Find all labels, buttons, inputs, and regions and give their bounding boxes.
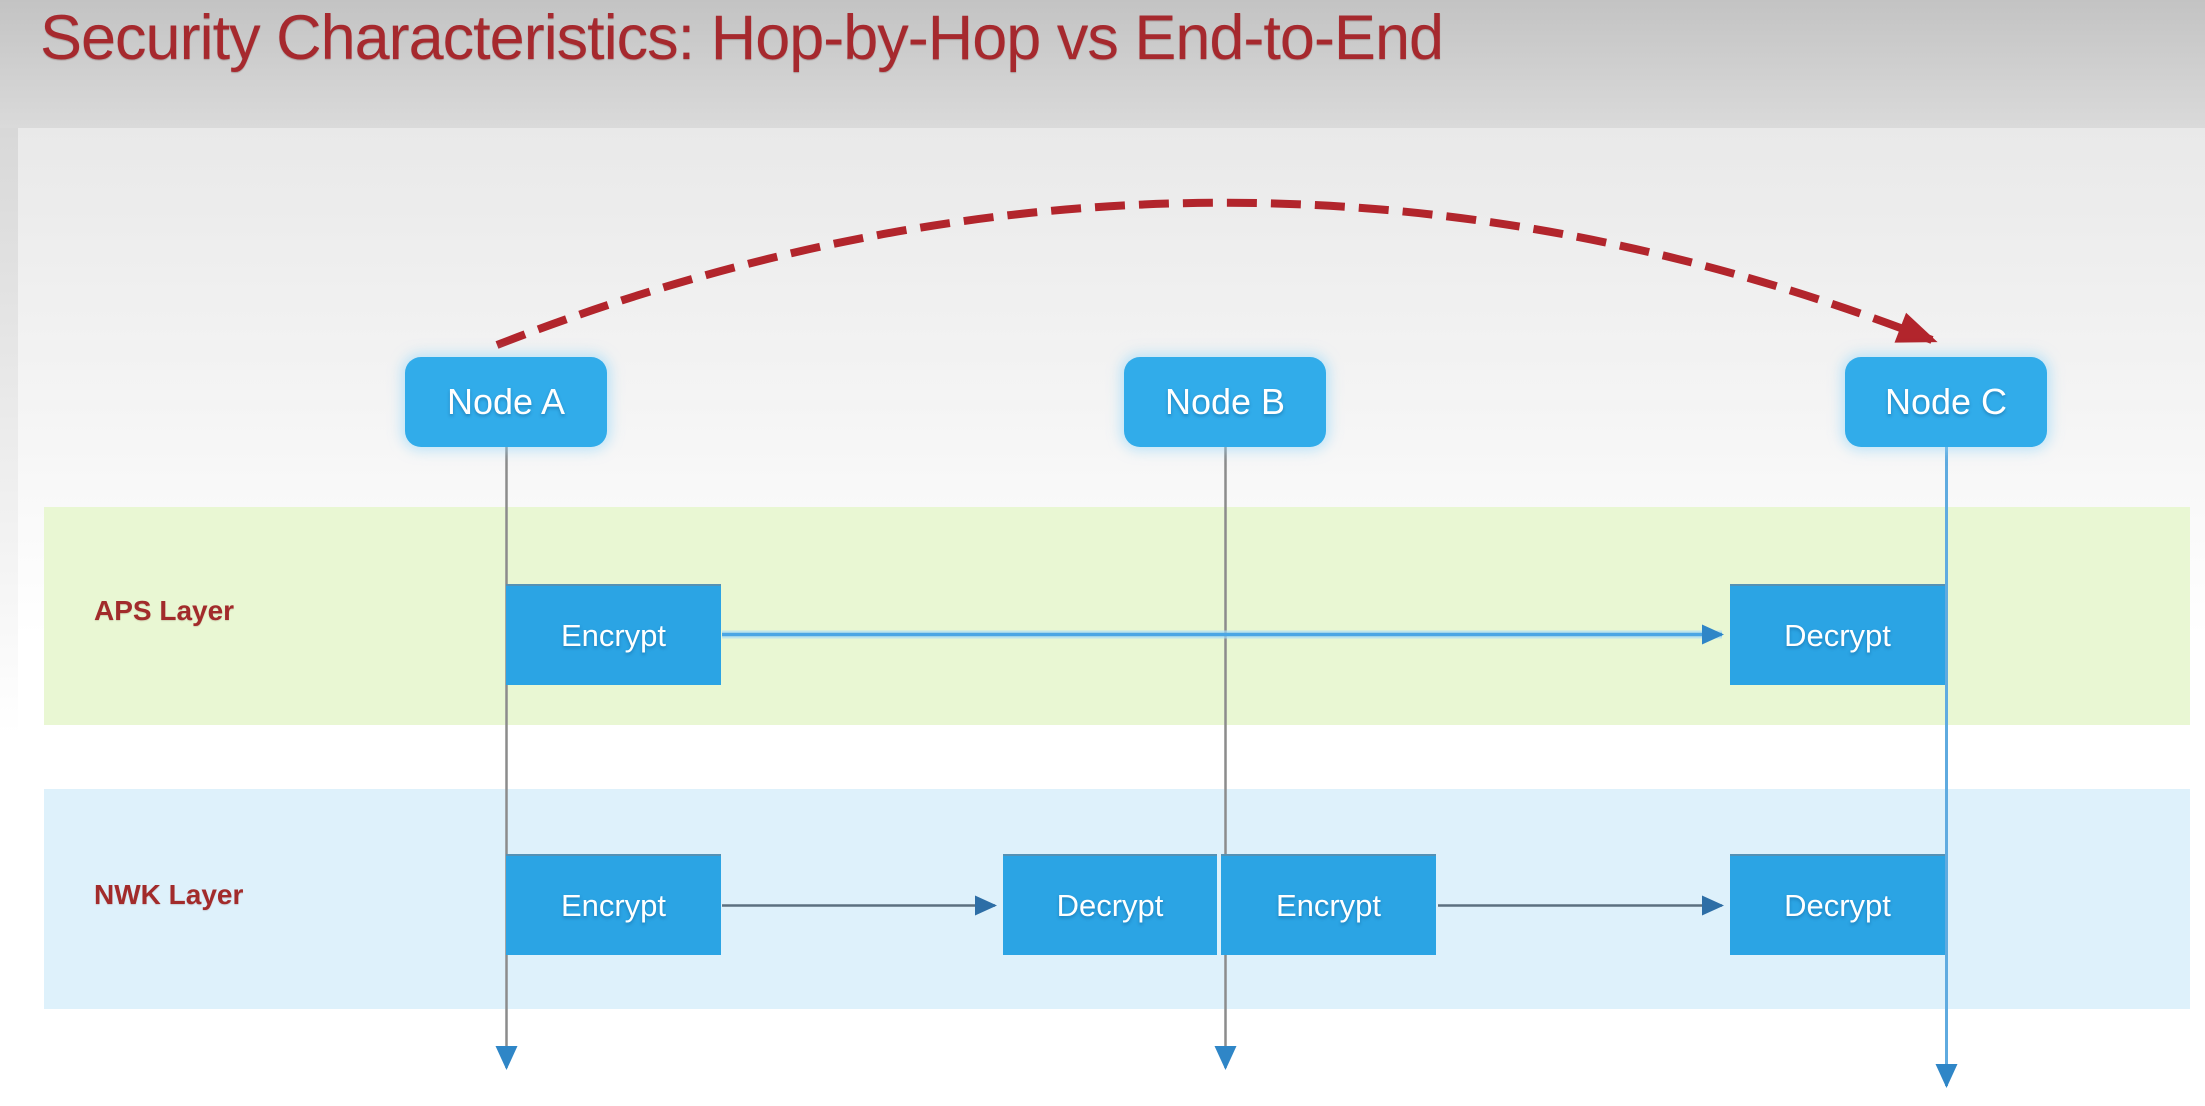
aps-encrypt-box-node-a: Encrypt	[506, 584, 721, 685]
node-b-box: Node B	[1124, 357, 1326, 447]
page-title: Security Characteristics: Hop-by-Hop vs …	[40, 3, 1444, 73]
end-to-end-arrow	[495, 198, 1938, 349]
nwk-encrypt-box-node-b: Encrypt	[1221, 854, 1436, 955]
nwk-decrypt-box-node-c: Decrypt	[1730, 854, 1945, 955]
nwk-layer-label: NWK Layer	[94, 879, 244, 910]
nwk-decrypt-box-node-b: Decrypt	[1003, 854, 1217, 955]
title-band: Security Characteristics: Hop-by-Hop vs …	[0, 0, 2205, 128]
node-c-box: Node C	[1845, 357, 2047, 447]
node-a-box: Node A	[405, 357, 607, 447]
left-strip-decoration	[0, 128, 18, 1106]
aps-layer-label: APS Layer	[94, 595, 235, 626]
aps-decrypt-box-node-c: Decrypt	[1730, 584, 1945, 685]
nwk-encrypt-box-node-a: Encrypt	[506, 854, 721, 955]
